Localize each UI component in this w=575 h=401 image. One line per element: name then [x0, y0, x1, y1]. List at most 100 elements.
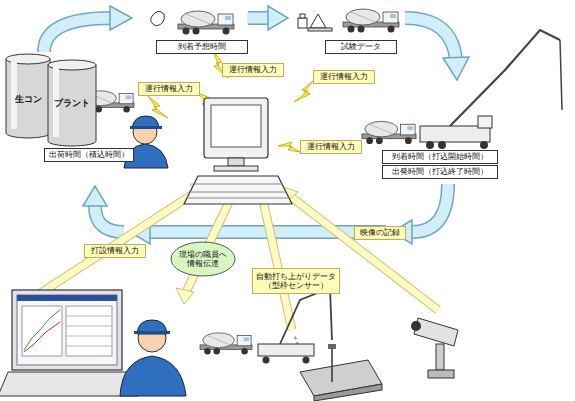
input-callout: 映像の記録 — [354, 226, 406, 240]
computer — [187, 198, 289, 199]
pump-truck — [478, 116, 492, 128]
node-text: プラント — [48, 98, 96, 108]
pump-truck — [426, 141, 434, 149]
info-box: 到着予想時間 — [156, 40, 248, 54]
video-camera — [436, 344, 444, 370]
computer — [211, 105, 261, 147]
laptop — [66, 346, 112, 347]
flow-arrow — [83, 186, 107, 206]
pump-truck — [450, 30, 560, 126]
node-text: 現場の職員へ情報伝達 — [178, 250, 228, 268]
formwork-sensor — [331, 348, 333, 382]
input-callout: 運行情報入力 — [313, 70, 375, 84]
data-arrow — [262, 196, 292, 330]
site-staff — [120, 356, 186, 396]
flow-arrow — [247, 13, 269, 24]
laptop — [22, 306, 62, 356]
signal-bolt — [294, 80, 314, 102]
laptop — [66, 336, 112, 337]
flow-arrow — [95, 206, 124, 232]
data-arrow — [30, 192, 196, 300]
pump-truck-bottom — [263, 357, 270, 364]
node-text: 自動打ち上がりデータ（型枠センサー） — [253, 272, 339, 290]
mixer-truck — [343, 9, 399, 33]
node-text: 試験データ — [341, 42, 381, 51]
laptop — [12, 290, 122, 370]
node-text: 運行情報入力 — [307, 142, 355, 151]
pump-truck — [480, 141, 488, 149]
video-camera — [411, 318, 458, 378]
operator — [130, 126, 162, 129]
node-text: 打設情報入力 — [91, 246, 139, 255]
plant-silo — [48, 65, 96, 146]
flow-arrow — [405, 18, 456, 60]
plant-silo — [6, 59, 50, 138]
input-callout: 打設情報入力 — [84, 244, 146, 258]
flow-arrow — [443, 57, 469, 80]
test-items — [151, 11, 165, 26]
pump-truck-bottom — [303, 357, 310, 364]
node-text: 出発時間（打込終了時間） — [392, 167, 488, 176]
computer — [190, 192, 286, 193]
site-staff — [120, 320, 186, 396]
formwork-sensor — [328, 344, 336, 349]
test-items — [308, 28, 332, 31]
mixer-truck — [82, 9, 416, 355]
info-ellipse: 現場の職員へ情報伝達 — [170, 241, 236, 277]
flow-arrow — [110, 6, 132, 30]
laptop — [17, 295, 117, 301]
pump-truck — [438, 141, 446, 149]
flow-arrow — [412, 184, 448, 232]
node-text: 運行情報入力 — [145, 84, 193, 93]
data-arrow — [294, 334, 298, 345]
computer — [184, 176, 292, 204]
info-box: 出荷時間（積込時間） — [44, 148, 134, 162]
test-items — [300, 14, 305, 18]
video-camera — [414, 318, 458, 346]
info-box: 試験データ — [325, 40, 397, 54]
laptop — [66, 326, 112, 327]
laptop — [24, 310, 60, 350]
flow-arrow — [412, 184, 448, 232]
flow-arrow — [44, 18, 112, 52]
ellipse-outline — [171, 242, 235, 276]
node-text: 到着予想時間 — [178, 42, 226, 51]
node-text: 到着時間（打込開始時間） — [392, 152, 488, 161]
video-camera — [411, 321, 421, 331]
input-callout: 自動打ち上がりデータ（型枠センサー） — [252, 268, 340, 294]
flow-arrow — [44, 6, 469, 244]
computer — [204, 98, 268, 158]
formwork-sensor — [300, 344, 382, 401]
flow-arrow — [248, 11, 268, 25]
node-text: 映像の記録 — [360, 228, 400, 237]
laptop — [66, 316, 112, 317]
input-callout: 運行情報入力 — [138, 82, 200, 96]
input-callout: 運行情報入力 — [222, 63, 284, 77]
node-text: 運行情報入力 — [229, 65, 277, 74]
formwork-sensor — [314, 384, 382, 401]
laptop — [24, 322, 60, 352]
video-camera — [428, 370, 454, 378]
mixer-truck — [362, 121, 416, 144]
computer — [194, 184, 282, 185]
test-items — [151, 11, 332, 31]
pump-truck-bottom — [258, 288, 332, 364]
laptop — [66, 306, 112, 356]
node-text: 生コン — [6, 94, 50, 104]
info-box: 出発時間（打込終了時間） — [382, 165, 498, 179]
computer — [184, 98, 292, 204]
laptop — [17, 295, 117, 365]
data-arrow — [262, 196, 292, 330]
signal-bolt — [278, 142, 300, 152]
mixer-truck — [178, 11, 234, 35]
concrete-plant: 生コンプラント — [4, 50, 100, 148]
node-text: 運行情報入力 — [320, 72, 368, 81]
test-items — [310, 14, 326, 28]
pump-truck-bottom — [280, 288, 332, 344]
pump-truck — [420, 30, 562, 149]
info-box: 到着時間（打込開始時間） — [382, 150, 498, 164]
flow-arrow — [95, 206, 124, 232]
pump-truck-bottom — [258, 344, 314, 356]
